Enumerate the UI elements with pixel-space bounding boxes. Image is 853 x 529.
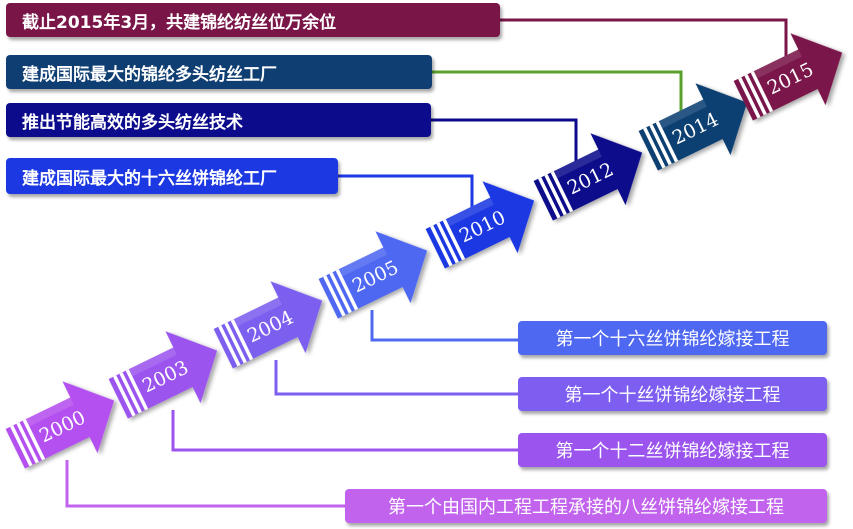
connector-line-top-0 — [500, 18, 788, 60]
milestone-label-2004: 第一个十丝饼锦纶嫁接工程 — [518, 377, 827, 411]
milestone-label-2014: 建成国际最大的锦纶多头纺丝工厂 — [6, 55, 432, 89]
timeline-arrow-2005: 2005 — [318, 231, 428, 319]
milestone-label-2005: 第一个十六丝饼锦纶嫁接工程 — [518, 321, 827, 355]
timeline-arrow-2004: 2004 — [213, 281, 323, 369]
milestone-label-2012: 推出节能高效的多头纺丝技术 — [6, 103, 431, 137]
milestone-label-2003: 第一个十二丝饼锦纶嫁接工程 — [518, 433, 827, 467]
connector-line-top-2 — [431, 118, 578, 162]
milestone-label-2010: 建成国际最大的十六丝饼锦纶工厂 — [6, 158, 338, 194]
milestone-label-2015: 截止2015年3月，共建锦纶纺丝位万余位 — [6, 3, 500, 37]
connector-line-top-3 — [338, 174, 474, 215]
timeline-arrow-2012: 2012 — [533, 133, 643, 221]
connector-line-bottom-3 — [65, 460, 345, 508]
milestone-label-2000: 第一个由国内工程工程承接的八丝饼锦纶嫁接工程 — [345, 489, 827, 523]
connector-line-bottom-1 — [274, 360, 518, 396]
timeline-arrow-2014: 2014 — [638, 83, 748, 171]
connector-line-bottom-2 — [171, 410, 518, 452]
timeline-arrow-2010: 2010 — [425, 181, 535, 269]
connector-line-bottom-0 — [370, 310, 518, 342]
connector-line-top-1 — [432, 70, 683, 115]
timeline-arrow-2000: 2000 — [5, 381, 115, 469]
timeline-arrow-2015: 2015 — [733, 33, 843, 121]
timeline-arrow-2003: 2003 — [108, 331, 218, 419]
